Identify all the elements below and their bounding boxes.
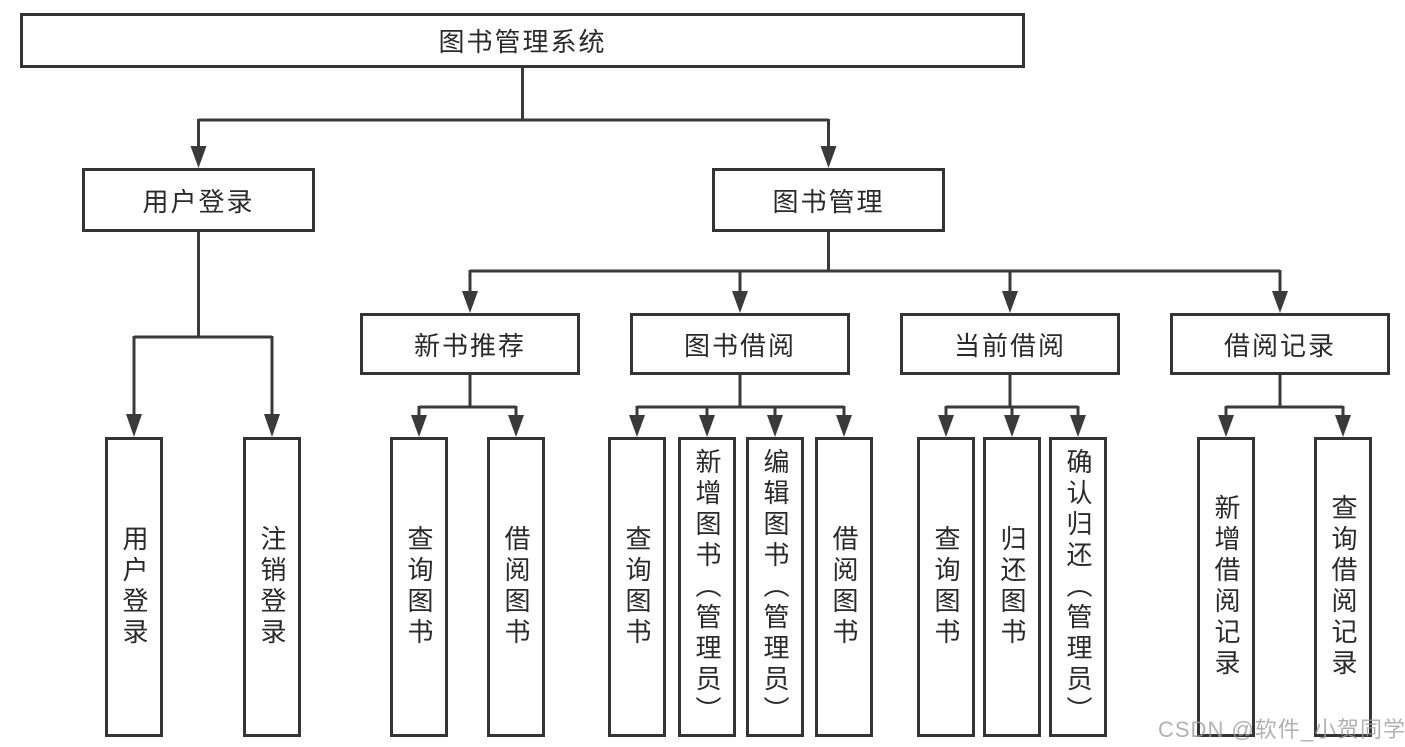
connector-book-borrow-to-leaves xyxy=(629,375,852,437)
leaf-borrow-books: 借阅图书 xyxy=(815,437,873,737)
node-current-borrow: 当前借阅 xyxy=(900,313,1120,375)
connector-new-book-recommend-to-leaves xyxy=(411,375,524,437)
node-root-system: 图书管理系统 xyxy=(20,13,1025,68)
leaf-return-books: 归还图书 xyxy=(983,437,1041,737)
node-borrow-records: 借阅记录 xyxy=(1170,313,1390,375)
connector-book-management-to-level3 xyxy=(462,232,1288,313)
leaf-user-login: 用户登录 xyxy=(105,437,163,737)
leaf-logout: 注销登录 xyxy=(243,437,301,737)
connector-current-borrow-to-leaves xyxy=(938,375,1086,437)
node-book-borrow: 图书借阅 xyxy=(630,313,850,375)
leaf-recommend-borrow-books: 借阅图书 xyxy=(487,437,545,737)
connector-borrow-records-to-leaves xyxy=(1218,375,1351,437)
leaf-recommend-query-books: 查询图书 xyxy=(390,437,448,737)
leaf-query-borrow-record: 查询借阅记录 xyxy=(1314,437,1372,737)
node-book-management: 图书管理 xyxy=(712,168,945,232)
leaf-borrow-query-books: 查询图书 xyxy=(608,437,666,737)
leaf-edit-books-admin: 编辑图书（管理员） xyxy=(746,437,804,737)
connector-user-login-to-leaves xyxy=(126,232,280,437)
node-user-login: 用户登录 xyxy=(82,168,315,232)
leaf-confirm-return-admin: 确认归还（管理员） xyxy=(1049,437,1107,737)
leaf-add-borrow-record: 新增借阅记录 xyxy=(1197,437,1255,737)
leaf-current-query-books: 查询图书 xyxy=(917,437,975,737)
connector-root-to-level2 xyxy=(190,68,837,168)
leaf-add-books-admin: 新增图书（管理员） xyxy=(678,437,736,737)
node-new-book-recommend: 新书推荐 xyxy=(360,313,580,375)
csdn-watermark: CSDN @软件_小贺同学 xyxy=(1158,717,1405,742)
